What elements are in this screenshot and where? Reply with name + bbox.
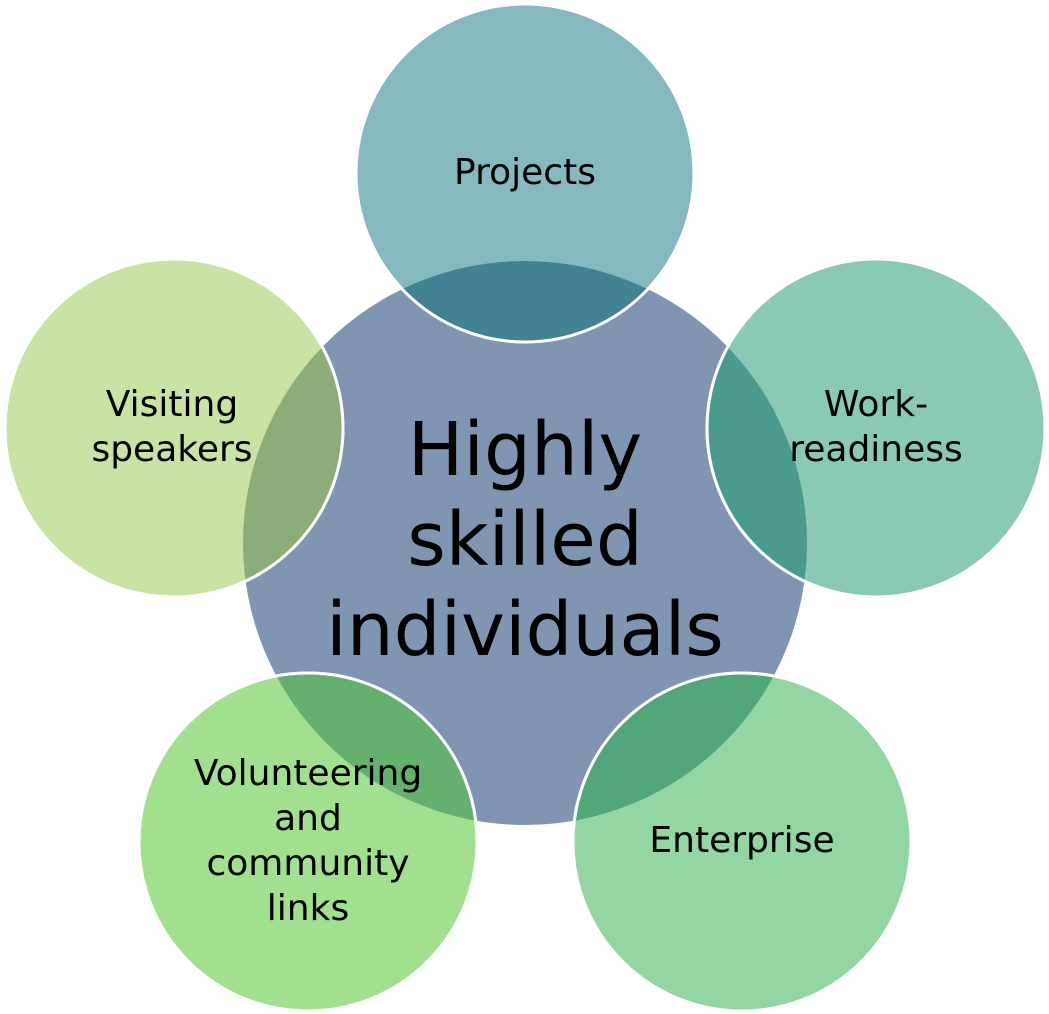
satellite-circles xyxy=(3,2,1047,1013)
overlap-enterprise xyxy=(571,671,807,825)
overlap-projects xyxy=(354,261,696,344)
center-circle xyxy=(243,261,807,825)
overlap-volunteering xyxy=(243,671,479,825)
